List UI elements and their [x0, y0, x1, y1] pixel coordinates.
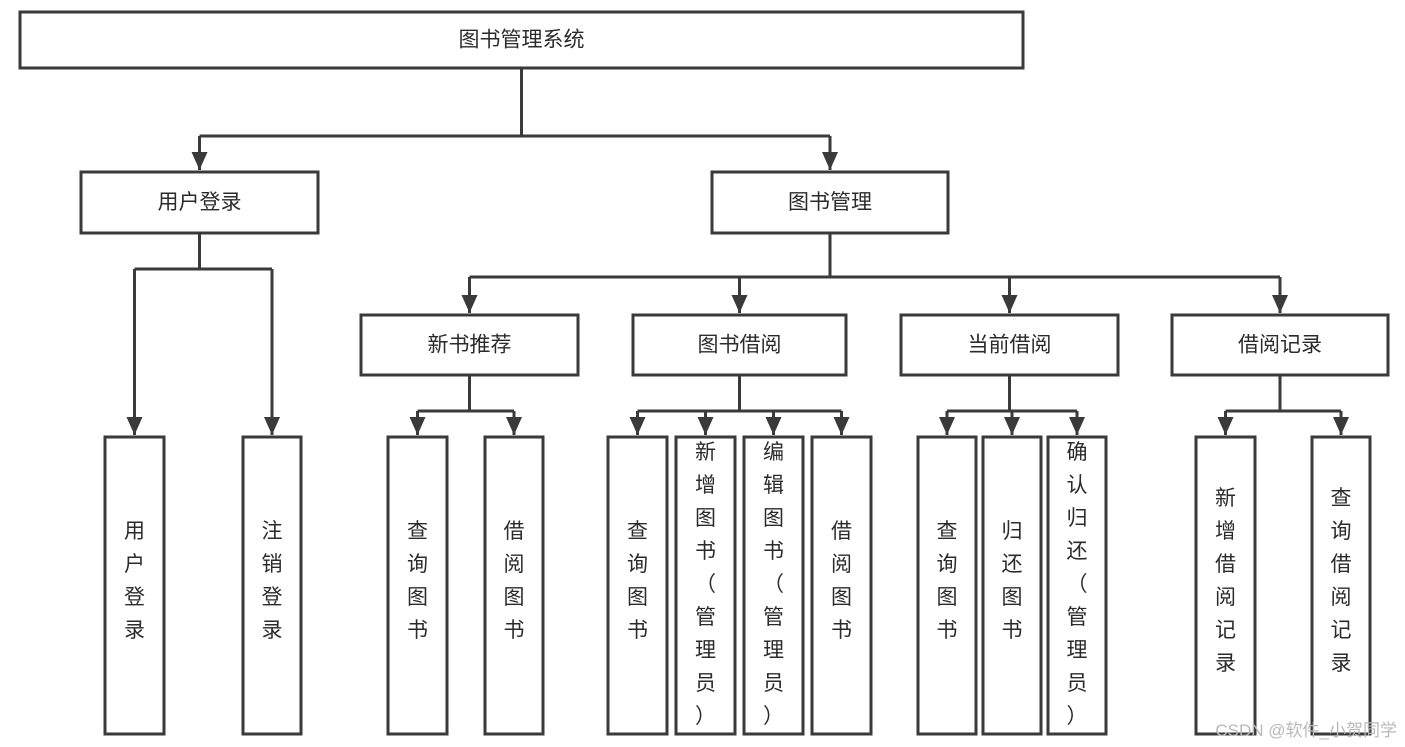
- node-label: 用户登录: [124, 520, 145, 642]
- arrow-head-icon: [409, 417, 426, 435]
- node-label: 当前借阅: [968, 334, 1052, 357]
- node-leaf-add-book[interactable]: 新增图书（管理员）: [674, 435, 737, 736]
- arrow-head-icon: [1069, 417, 1085, 435]
- node-box[interactable]: [810, 435, 873, 736]
- node-box[interactable]: [710, 170, 950, 235]
- node-box[interactable]: [742, 435, 805, 736]
- node-borrow-record[interactable]: 借阅记录: [1170, 313, 1390, 377]
- node-book-manage[interactable]: 图书管理: [710, 170, 950, 235]
- csdn-watermark: CSDN @软件_小贺同学: [1215, 721, 1397, 740]
- arrow-head-icon: [461, 295, 478, 313]
- node-label: 用户登录: [158, 191, 242, 214]
- node-box[interactable]: [79, 170, 320, 235]
- node-box[interactable]: [18, 10, 1025, 70]
- node-box[interactable]: [483, 435, 545, 736]
- node-label: 借阅记录: [1238, 334, 1322, 357]
- node-box[interactable]: [981, 435, 1043, 736]
- node-leaf-query-record[interactable]: 查询借阅记录: [1310, 435, 1372, 736]
- node-label: 图书管理系统: [459, 29, 585, 52]
- node-box[interactable]: [674, 435, 737, 736]
- node-leaf-logout[interactable]: 注销登录: [241, 435, 303, 736]
- node-box[interactable]: [386, 435, 449, 736]
- node-box[interactable]: [103, 435, 166, 736]
- node-label: 确认归还（管理员）: [1067, 441, 1088, 728]
- node-leaf-confirm-return[interactable]: 确认归还（管理员）: [1046, 435, 1108, 736]
- arrow-head-icon: [833, 417, 850, 435]
- node-book-borrow[interactable]: 图书借阅: [631, 313, 848, 377]
- node-box[interactable]: [899, 313, 1120, 377]
- node-leaf-borrow-book-2[interactable]: 借阅图书: [810, 435, 873, 736]
- arrow-head-icon: [1004, 417, 1020, 435]
- arrow-head-icon: [697, 417, 714, 435]
- node-label: 新书推荐: [428, 334, 512, 357]
- node-label: 查询借阅记录: [1331, 487, 1352, 675]
- node-box[interactable]: [1310, 435, 1372, 736]
- arrow-head-icon: [939, 417, 955, 435]
- node-label: 编辑图书（管理员）: [763, 441, 784, 728]
- node-label: 归还图书: [1002, 520, 1023, 642]
- arrow-head-icon: [731, 295, 748, 313]
- node-label: 图书借阅: [698, 334, 782, 357]
- node-box[interactable]: [631, 313, 848, 377]
- arrow-head-icon: [822, 152, 838, 170]
- node-label: 借阅图书: [831, 520, 852, 642]
- node-label: 图书管理: [788, 191, 872, 214]
- node-leaf-query-book-2[interactable]: 查询图书: [606, 435, 669, 736]
- node-label: 新增图书（管理员）: [695, 441, 716, 728]
- node-box[interactable]: [359, 313, 580, 377]
- node-label: 查询图书: [407, 520, 428, 642]
- node-label: 查询图书: [627, 520, 648, 642]
- node-current-borrow[interactable]: 当前借阅: [899, 313, 1120, 377]
- node-user-login[interactable]: 用户登录: [79, 170, 320, 235]
- connectors-layer: [126, 68, 1349, 435]
- node-box[interactable]: [1194, 435, 1257, 736]
- node-leaf-query-book-1[interactable]: 查询图书: [386, 435, 449, 736]
- node-leaf-edit-book[interactable]: 编辑图书（管理员）: [742, 435, 805, 736]
- arrow-head-icon: [1001, 295, 1018, 313]
- arrow-head-icon: [506, 417, 522, 435]
- node-box[interactable]: [241, 435, 303, 736]
- arrow-head-icon: [1272, 295, 1288, 313]
- node-new-book-rec[interactable]: 新书推荐: [359, 313, 580, 377]
- arrow-head-icon: [1217, 417, 1234, 435]
- node-label: 借阅图书: [504, 520, 525, 642]
- node-leaf-borrow-book-1[interactable]: 借阅图书: [483, 435, 545, 736]
- nodes-layer: 图书管理系统用户登录图书管理新书推荐图书借阅当前借阅借阅记录用户登录注销登录查询…: [18, 10, 1390, 736]
- node-leaf-return-book[interactable]: 归还图书: [981, 435, 1043, 736]
- arrow-head-icon: [191, 152, 208, 170]
- node-root[interactable]: 图书管理系统: [18, 10, 1025, 70]
- node-box[interactable]: [1170, 313, 1390, 377]
- node-leaf-user-login[interactable]: 用户登录: [103, 435, 166, 736]
- node-leaf-add-record[interactable]: 新增借阅记录: [1194, 435, 1257, 736]
- node-box[interactable]: [916, 435, 978, 736]
- node-leaf-query-book-3[interactable]: 查询图书: [916, 435, 978, 736]
- node-label: 注销登录: [262, 520, 283, 642]
- node-label: 新增借阅记录: [1215, 487, 1236, 675]
- node-box[interactable]: [606, 435, 669, 736]
- arrow-head-icon: [1333, 417, 1349, 435]
- arrow-head-icon: [629, 417, 646, 435]
- arrow-head-icon: [126, 417, 143, 435]
- arrow-head-icon: [264, 417, 280, 435]
- node-label: 查询图书: [937, 520, 958, 642]
- node-box[interactable]: [1046, 435, 1108, 736]
- arrow-head-icon: [765, 417, 782, 435]
